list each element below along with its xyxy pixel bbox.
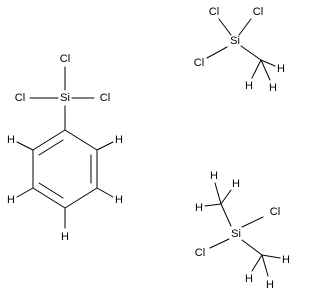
chlorine-atom: Cl	[253, 6, 263, 18]
c-h-bond	[96, 187, 114, 198]
hydrogen-atom: H	[115, 134, 123, 146]
c-h-bond	[16, 187, 34, 198]
c-h-bond	[251, 254, 263, 272]
chlorine-atom: Cl	[60, 53, 70, 65]
ring-bond	[64, 187, 98, 209]
hydrogen-atom: H	[245, 80, 253, 92]
si-cl-bond	[238, 18, 252, 36]
c-h-bond	[96, 141, 114, 151]
hydrogen-atom: H	[269, 82, 277, 94]
c-h-bond	[261, 254, 269, 277]
c-h-bond	[261, 254, 281, 259]
hydrogen-atom: H	[195, 202, 203, 214]
chlorine-atom: Cl	[195, 247, 205, 259]
c-h-bond	[260, 59, 276, 67]
hydrogen-atom: H	[7, 134, 15, 146]
hydrogen-atom: H	[115, 194, 123, 206]
silicon-atom: Si	[230, 35, 240, 47]
hydrogen-atom: H	[232, 178, 240, 190]
trichlorophenylsilane-structure: Si Cl Cl Cl H H H H H	[7, 53, 123, 243]
c-h-bond	[16, 141, 34, 151]
c-h-bond	[214, 182, 222, 205]
si-cl-bond	[241, 216, 264, 228]
hydrogen-atom: H	[210, 170, 218, 182]
c-h-bond	[251, 59, 262, 79]
ring-double-bond	[38, 139, 64, 156]
ring-bond	[32, 187, 66, 209]
si-c-bond	[240, 45, 262, 61]
chlorine-atom: Cl	[100, 92, 110, 104]
ring-double-bond	[38, 182, 64, 199]
c-h-bond	[204, 203, 222, 207]
si-c-bond	[241, 239, 263, 256]
si-cl-bond	[206, 46, 228, 59]
c-h-bond	[220, 189, 232, 205]
si-cl-bond	[209, 238, 230, 249]
chlorine-atom: Cl	[270, 206, 280, 218]
hydrogen-atom: H	[282, 254, 290, 266]
c-h-bond	[260, 59, 271, 81]
hydrogen-atom: H	[245, 273, 253, 285]
silicon-atom: Si	[60, 92, 70, 104]
hydrogen-atom: H	[61, 231, 69, 243]
si-c-bond	[220, 203, 232, 227]
hydrogen-atom: H	[277, 63, 285, 75]
hydrogen-atom: H	[266, 279, 274, 291]
ring-bond	[64, 129, 98, 151]
si-cl-bond	[218, 18, 232, 36]
trichloromethylsilane-structure: Si Cl Cl Cl H H H	[194, 6, 285, 94]
ring-bond	[32, 129, 66, 151]
hydrogen-atom: H	[7, 194, 15, 206]
chlorine-atom: Cl	[209, 6, 219, 18]
silicon-atom: Si	[231, 228, 241, 240]
dichlorodimethylsilane-structure: Si Cl Cl H H H H H H	[195, 170, 290, 291]
structure-canvas: Si Cl Cl Cl H H H H H Si Cl Cl Cl H H H	[7, 6, 290, 291]
chlorine-atom: Cl	[194, 57, 204, 69]
chlorine-atom: Cl	[15, 92, 25, 104]
